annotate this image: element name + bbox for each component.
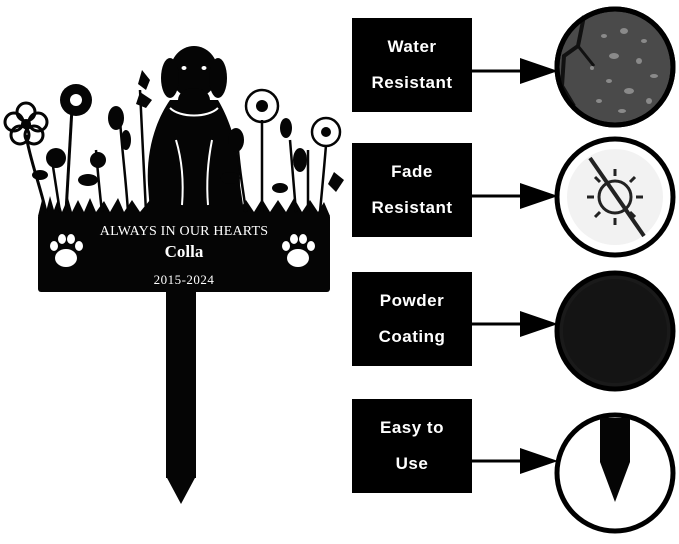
stake-tip xyxy=(166,476,196,504)
feature-label-text: Fade Resistant xyxy=(371,162,453,217)
stake-tip-icon xyxy=(554,412,676,534)
arrow-right-icon xyxy=(470,311,558,337)
plaque-years: 2015-2024 xyxy=(153,272,215,287)
texture-icon xyxy=(554,270,676,392)
no-sun-icon xyxy=(554,136,676,258)
water-droplets-icon xyxy=(554,6,676,128)
flower-right-outline xyxy=(244,88,342,148)
arrow-right-icon xyxy=(470,58,558,84)
memorial-plaque: ALWAYS IN OUR HEARTS Colla 2015-2024 xyxy=(38,214,330,292)
memorial-stake-illustration xyxy=(3,46,344,504)
feature-label-text: Easy to Use xyxy=(380,418,444,473)
feature-label-text: Powder Coating xyxy=(378,291,446,346)
feature-label-text: Water Resistant xyxy=(371,37,453,92)
arrow-right-icon xyxy=(470,183,558,209)
memorial-stake-product: ALWAYS IN OUR HEARTS Colla 2015-2024 xyxy=(3,46,344,504)
stake-shaft xyxy=(166,290,196,478)
dog-silhouette xyxy=(147,46,244,212)
plaque-dedication: ALWAYS IN OUR HEARTS xyxy=(99,224,269,239)
plaque-pet-name: Colla xyxy=(164,242,204,261)
feature-label-powder-coating: Powder Coating xyxy=(352,272,472,366)
arrow-right-icon xyxy=(470,448,558,474)
feature-label-water-resistant: Water Resistant xyxy=(352,18,472,112)
feature-label-fade-resistant: Fade Resistant xyxy=(352,143,472,237)
feature-label-easy-to-use: Easy to Use xyxy=(352,399,472,493)
